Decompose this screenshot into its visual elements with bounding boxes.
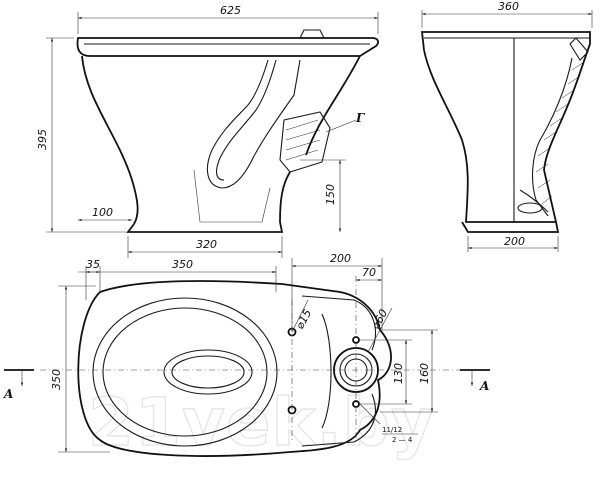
section-label-right: A: [479, 379, 489, 393]
dim-plan-length: 350: [172, 258, 193, 271]
dim-plan-hole-diameter: ⌀15: [293, 307, 314, 331]
outlet-label: Г: [355, 111, 365, 125]
dim-plan-tank-length: 200: [330, 252, 351, 265]
side-view: 625 395 100 320 150 Г: [36, 4, 379, 258]
dim-plan-hole-distance: 130: [392, 363, 405, 384]
plan-view: 35 350 200 70 350 130 160 ⌀15 ⌀60: [3, 252, 490, 457]
dim-front-base: 200: [504, 235, 525, 248]
front-view: 360 200: [420, 0, 593, 252]
dim-side-base-width: 320: [196, 238, 217, 251]
dim-plan-tank-offset: 70: [362, 266, 376, 279]
dim-outlet-height: 150: [324, 184, 337, 205]
note-line-1: 11/12: [382, 426, 402, 434]
dim-side-base-offset: 100: [92, 206, 113, 219]
dim-front-width: 360: [498, 0, 519, 13]
dim-side-height: 395: [36, 129, 49, 150]
dim-plan-width: 350: [50, 369, 63, 390]
note-line-2: 2 — 4: [392, 436, 413, 444]
dim-plan-tank-width: 160: [418, 363, 431, 384]
section-label-left: A: [3, 387, 13, 401]
dim-side-length: 625: [220, 4, 241, 17]
dim-plan-offset: 35: [86, 258, 100, 271]
